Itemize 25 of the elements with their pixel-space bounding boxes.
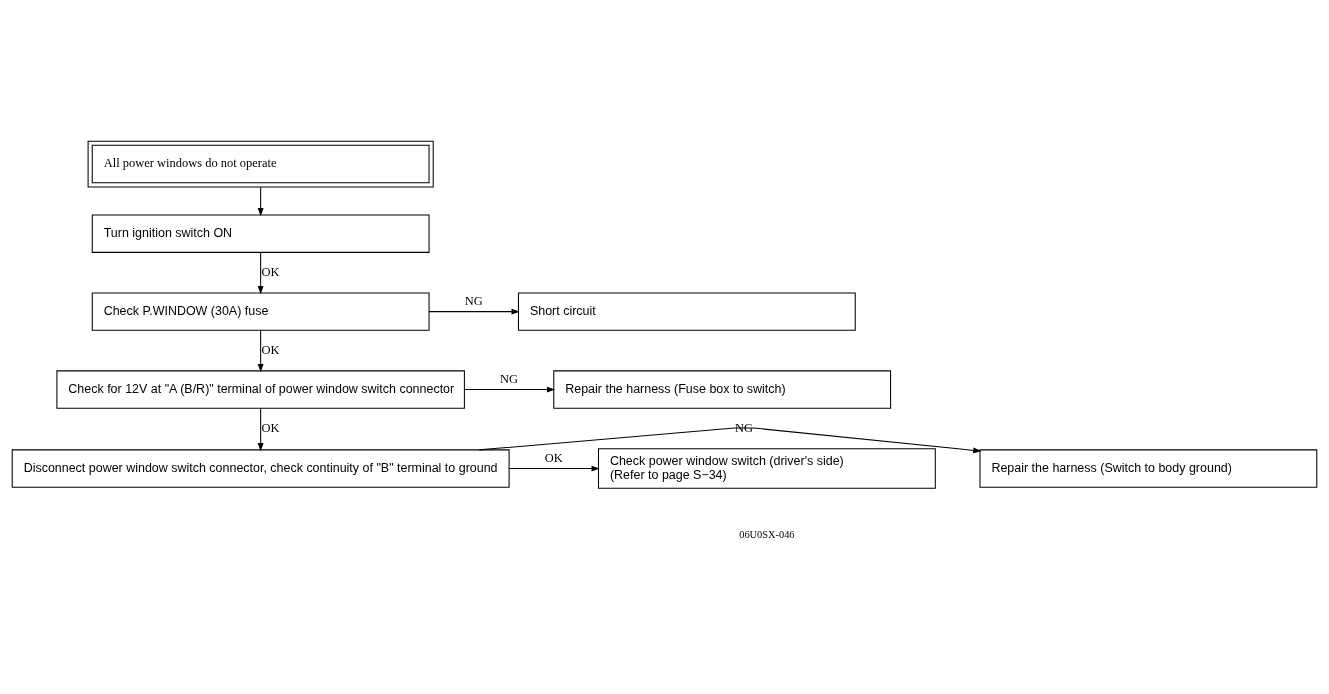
node-box: Repair the harness (Switch to body ground) xyxy=(979,448,1318,488)
edge-label: NG xyxy=(464,293,483,308)
node-box: Disconnect power window switch connector, check continuity of "B" terminal to ground xyxy=(11,448,510,488)
edge-label: OK xyxy=(261,342,280,357)
arrow xyxy=(478,427,982,453)
arrow xyxy=(463,386,556,392)
edge-label: OK xyxy=(544,450,563,465)
node-box: Check power window switch (driver's side) (Refer to page S−34) xyxy=(597,447,936,489)
node-box: Turn ignition switch ON xyxy=(91,213,430,253)
arrow xyxy=(257,407,264,451)
edge-label: OK xyxy=(261,420,280,435)
edge-label: OK xyxy=(261,264,280,279)
node-box: Repair the harness (Fuse box to switch) xyxy=(553,369,892,409)
node-box: Short circuit xyxy=(517,291,856,331)
arrow xyxy=(257,251,264,294)
node-box: All power windows do not operate xyxy=(87,140,434,187)
arrow xyxy=(508,465,600,472)
arrow xyxy=(257,186,264,216)
edge-label: NG xyxy=(500,371,519,386)
label: 06U0SX-046 xyxy=(739,528,795,540)
arrow xyxy=(257,329,264,372)
edge-label: NG xyxy=(735,420,754,435)
arrow xyxy=(428,308,520,315)
node-box: Check P.WINDOW (30A) fuse xyxy=(91,291,430,331)
node-box: Check for 12V at "A (B/R)" terminal of power window switch connector xyxy=(56,369,465,409)
